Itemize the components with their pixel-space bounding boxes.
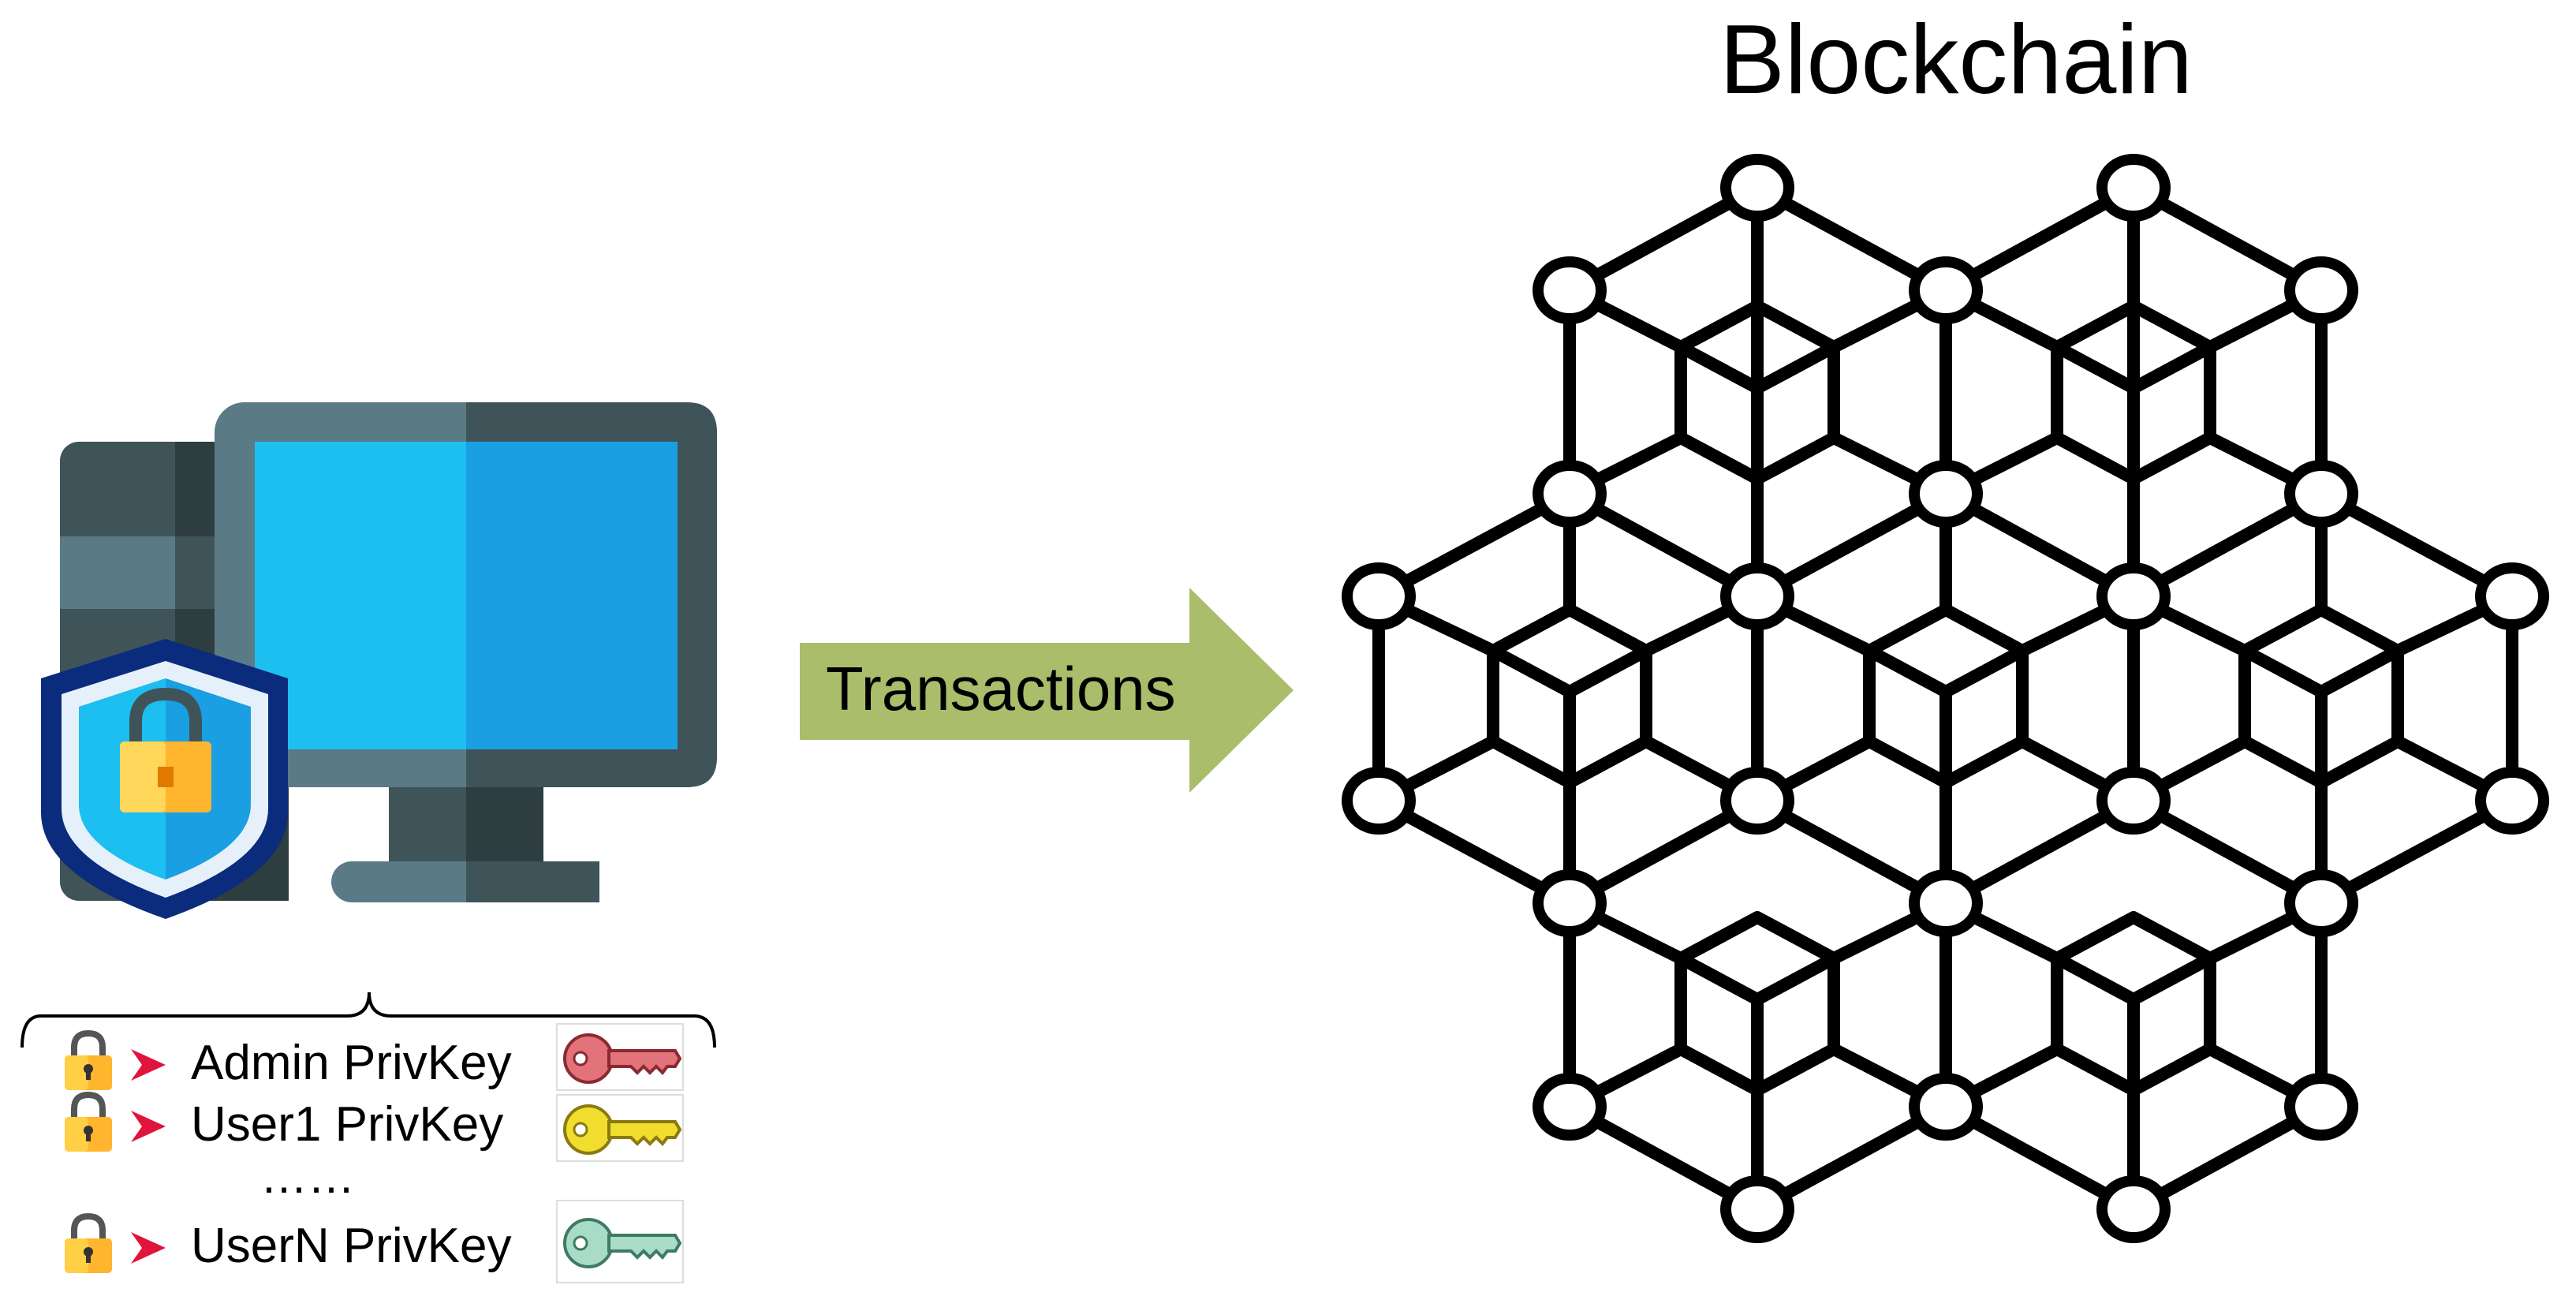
blockchain-network-icon — [1372, 181, 2518, 1216]
padlock-icon — [65, 1212, 112, 1273]
blockchain-title: Blockchain — [1719, 6, 2193, 114]
node — [2096, 562, 2171, 630]
node — [1909, 460, 1983, 528]
bullet-arrow-icon — [131, 1049, 166, 1081]
node — [2475, 767, 2549, 835]
node — [1533, 869, 1607, 937]
node — [1342, 562, 1416, 630]
node — [1533, 460, 1607, 528]
node — [2475, 562, 2549, 630]
bullet-arrow-icon — [131, 1232, 166, 1264]
node — [1342, 767, 1416, 835]
transactions-arrow: Transactions — [800, 588, 1294, 793]
node — [1909, 869, 1983, 937]
padlock-icon — [65, 1091, 112, 1152]
node — [1909, 256, 1983, 324]
shield-lock-icon — [41, 639, 288, 919]
yellow-key-icon — [556, 1094, 684, 1162]
transactions-label: Transactions — [826, 654, 1176, 723]
usern-privkey-label: UserN PrivKey — [191, 1219, 512, 1273]
brace-icon — [21, 992, 716, 1048]
padlock-icon — [65, 1029, 112, 1090]
node — [2284, 1073, 2358, 1141]
green-key-icon — [556, 1200, 684, 1283]
node — [1720, 154, 1794, 222]
blockchain-nodes — [1342, 154, 2549, 1243]
node — [1533, 256, 1607, 324]
computer-icon — [41, 402, 717, 919]
admin-privkey-label: Admin PrivKey — [191, 1036, 512, 1090]
node — [2096, 154, 2171, 222]
key-list: Admin PrivKey User1 PrivKey — [65, 1023, 684, 1283]
node — [2096, 767, 2171, 835]
list-item: User1 PrivKey — [65, 1091, 684, 1162]
bullet-arrow-icon — [131, 1111, 166, 1142]
node — [1720, 562, 1794, 630]
node — [2284, 256, 2358, 324]
monitor-stand-icon — [331, 781, 599, 902]
node — [1720, 767, 1794, 835]
node — [1720, 1175, 1794, 1243]
node — [1533, 1073, 1607, 1141]
node — [2096, 1175, 2171, 1243]
list-item: UserN PrivKey — [65, 1200, 684, 1283]
node — [1909, 1073, 1983, 1141]
node — [2284, 869, 2358, 937]
red-key-icon — [556, 1023, 684, 1091]
list-item: Admin PrivKey — [65, 1023, 684, 1091]
monitor-icon — [215, 402, 717, 787]
user1-privkey-label: User1 PrivKey — [191, 1097, 503, 1152]
ellipsis: …… — [260, 1150, 355, 1203]
node — [2284, 460, 2358, 528]
